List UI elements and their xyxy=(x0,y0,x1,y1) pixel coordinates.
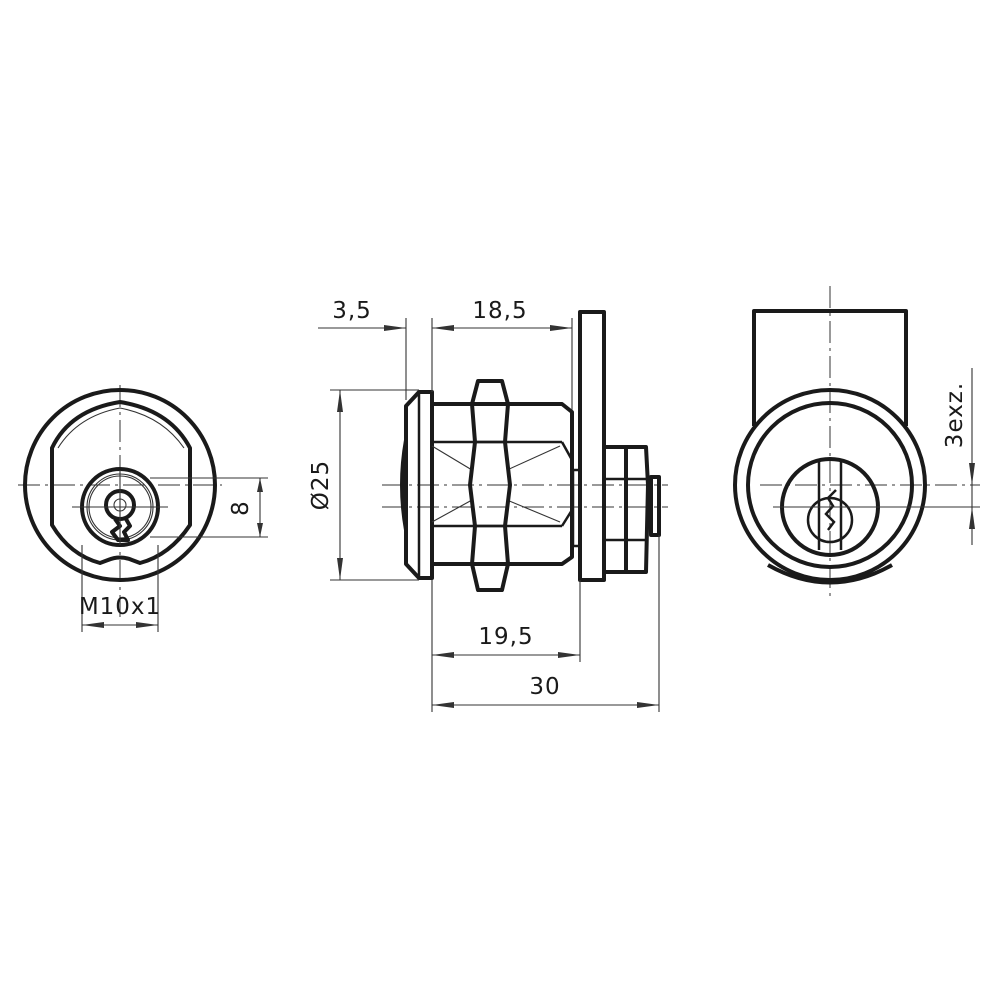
dimension-clamp-length: 19,5 xyxy=(431,580,581,712)
dimension-flange-thickness: 3,5 xyxy=(318,298,454,400)
clamp-length-label: 19,5 xyxy=(478,624,533,650)
side-view xyxy=(382,310,668,592)
dimension-diameter: Ø25 xyxy=(308,389,419,581)
cam-offset-label: 3exz. xyxy=(942,382,968,448)
flange-thickness-label: 3,5 xyxy=(332,298,372,324)
body-length-label: 18,5 xyxy=(472,298,527,324)
key-offset-label: 8 xyxy=(228,500,254,516)
dimension-body-length: 18,5 xyxy=(432,298,573,410)
overall-length-label: 30 xyxy=(529,674,560,700)
dimension-key-offset: 8 xyxy=(150,477,268,538)
dimension-overall-length: 30 xyxy=(432,535,660,712)
diameter-label: Ø25 xyxy=(308,460,334,510)
rear-view xyxy=(733,286,980,598)
dimension-cam-offset: 3exz. xyxy=(942,368,975,545)
front-view xyxy=(18,385,222,620)
thread-label: M10x1 xyxy=(79,594,161,620)
dimension-thread: M10x1 xyxy=(79,545,161,632)
